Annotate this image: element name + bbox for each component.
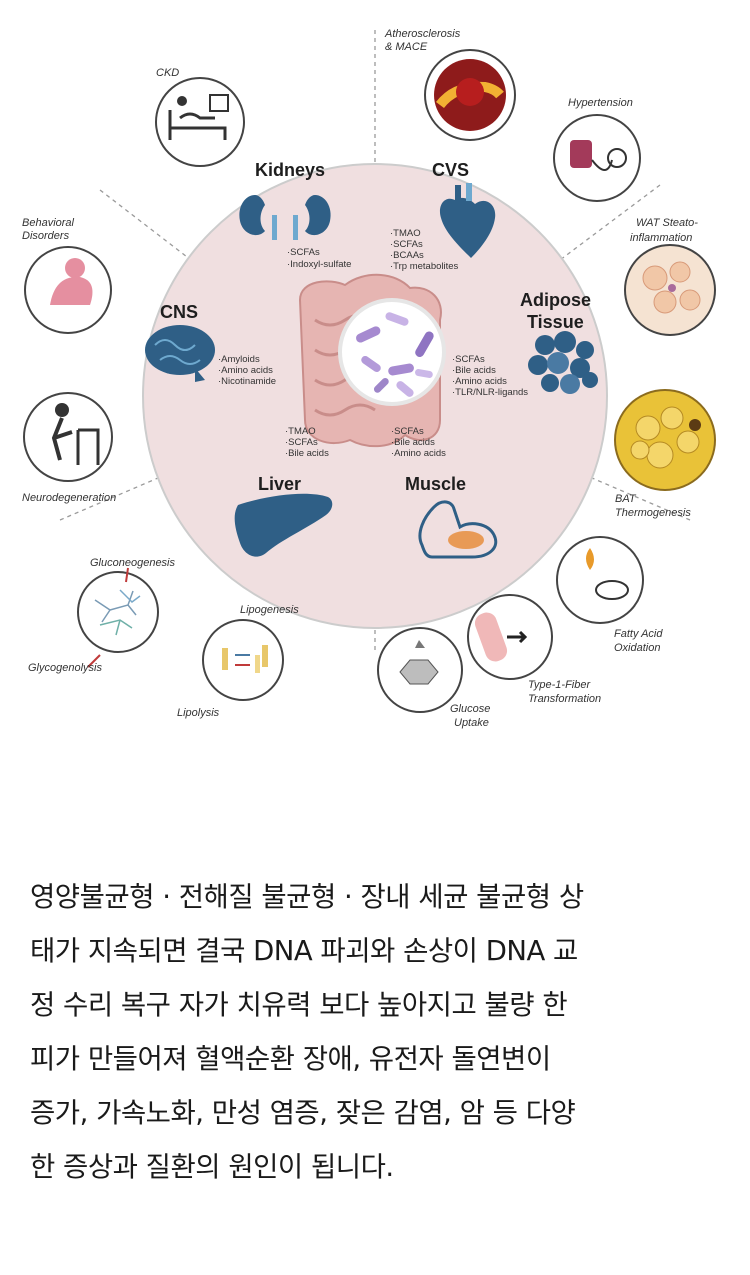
bacteria-magnifier — [338, 298, 446, 406]
muscle-title: Muscle — [405, 474, 466, 494]
liver-item: ·TMAO — [285, 426, 316, 437]
paragraph-line: 증가, 가속노화, 만성 염증, 잦은 감염, 암 등 다양 — [30, 1097, 576, 1129]
adipose-title-line1: Adipose — [520, 290, 591, 310]
paragraph-line: 한 증상과 질환의 원인이 됩니다. — [30, 1151, 394, 1183]
label-neurodegeneration: Neurodegeneration — [22, 492, 116, 504]
wat-inflammation-icon — [624, 244, 716, 336]
liver-icon — [234, 493, 333, 557]
adipose-title-line2: Tissue — [527, 312, 584, 332]
cvs-title: CVS — [432, 160, 469, 180]
kidneys-title: Kidneys — [255, 160, 325, 180]
adipose-item: ·SCFAs — [452, 354, 485, 365]
liver-item: ·SCFAs — [285, 437, 318, 448]
label-lipolysis: Lipolysis — [177, 707, 220, 719]
kidneys-metabolite-list: ·SCFAs ·Indoxyl-sulfate — [287, 247, 351, 270]
label-glycogenolysis: Glycogenolysis — [28, 662, 102, 674]
label-ckd: CKD — [156, 67, 179, 79]
muscle-item: ·Bile acids — [391, 437, 435, 448]
label-hypertension: Hypertension — [568, 97, 633, 109]
kidneys-item: ·SCFAs — [287, 247, 320, 258]
label-bat-line1: BAT — [615, 493, 637, 505]
label-behavioral-line1: Behavioral — [22, 217, 75, 229]
cns-item: ·Amyloids — [218, 354, 260, 365]
cns-metabolite-list: ·Amyloids ·Amino acids ·Nicotinamide — [218, 354, 276, 387]
label-fatty-acid-line2: Oxidation — [614, 642, 660, 654]
label-wat-line2: inflammation — [630, 232, 692, 244]
behavioral-disorder-icon — [24, 246, 112, 334]
lipogenesis-lipolysis-icon — [202, 619, 284, 701]
cns-title: CNS — [160, 302, 198, 322]
fatty-acid-oxidation-icon — [556, 536, 644, 624]
label-lipogenesis: Lipogenesis — [240, 604, 299, 616]
adipose-item: ·TLR/NLR-ligands — [452, 387, 528, 398]
type1-fiber-icon — [467, 594, 553, 680]
muscle-item: ·Amino acids — [391, 448, 446, 459]
bat-thermogenesis-icon — [614, 389, 716, 491]
cvs-item: ·SCFAs — [390, 239, 423, 250]
cvs-item: ·Trp metabolites — [390, 261, 459, 272]
label-glucose-line1: Glucose — [450, 703, 490, 715]
label-atherosclerosis-line1: Atherosclerosis — [384, 28, 461, 40]
neurodegeneration-walker-icon — [23, 392, 113, 482]
label-type1-line1: Type-1-Fiber — [528, 679, 591, 691]
label-bat-line2: Thermogenesis — [615, 507, 691, 519]
paragraph-line: 정 수리 복구 자가 치유력 보다 높아지고 불량 한 — [30, 989, 568, 1021]
liver-item: ·Bile acids — [285, 448, 329, 459]
label-gluconeogenesis: Gluconeogenesis — [90, 557, 176, 569]
muscle-arm-icon — [418, 500, 498, 559]
adipose-cells-icon — [528, 331, 598, 394]
cvs-item: ·TMAO — [390, 228, 421, 239]
label-fatty-acid-line1: Fatty Acid — [614, 628, 663, 640]
brain-icon — [145, 325, 215, 382]
cvs-metabolite-list: ·TMAO ·SCFAs ·BCAAs ·Trp metabolites — [390, 228, 459, 272]
liver-title: Liver — [258, 474, 301, 494]
cns-item: ·Amino acids — [218, 365, 273, 376]
glucose-molecule-icon — [377, 627, 463, 713]
paragraph-line: 영양불균형 · 전해질 불균형 · 장내 세균 불균형 상 — [30, 881, 584, 913]
gluconeogenesis-arrow-icon — [125, 567, 129, 583]
kidneys-icon — [239, 195, 331, 240]
paragraph-line: 태가 지속되면 결국 DNA 파괴와 손상이 DNA 교 — [30, 935, 578, 967]
body-paragraph: 영양불균형 · 전해질 불균형 · 장내 세균 불균형 상 태가 지속되면 결국… — [30, 870, 730, 1194]
adipose-item: ·Amino acids — [452, 376, 507, 387]
label-glucose-line2: Uptake — [454, 717, 489, 729]
heart-icon — [439, 183, 496, 258]
muscle-item: ·SCFAs — [391, 426, 424, 437]
gut-organ-axis-diagram: Kidneys CVS CNS Adipose Tissue Liver Mus… — [22, 28, 716, 729]
adipose-metabolite-list: ·SCFAs ·Bile acids ·Amino acids ·TLR/NLR… — [452, 354, 528, 398]
ckd-hospital-bed-icon — [155, 77, 245, 167]
label-atherosclerosis-line2: & MACE — [385, 41, 428, 53]
label-behavioral-line2: Disorders — [22, 230, 70, 242]
cvs-item: ·BCAAs — [390, 250, 424, 261]
kidneys-item: ·Indoxyl-sulfate — [287, 259, 351, 270]
glycogenolysis-arrow-icon — [87, 654, 101, 668]
artery-plaque-icon — [424, 49, 516, 141]
label-wat-line1: WAT Steato- — [636, 217, 698, 229]
adipose-item: ·Bile acids — [452, 365, 496, 376]
blood-pressure-icon — [553, 114, 641, 202]
label-type1-line2: Transformation — [528, 693, 601, 705]
paragraph-line: 피가 만들어져 혈액순환 장애, 유전자 돌연변이 — [30, 1043, 551, 1075]
liver-metabolite-list: ·TMAO ·SCFAs ·Bile acids — [285, 426, 329, 459]
gluconeogenesis-glycogen-icon — [77, 571, 159, 653]
cns-item: ·Nicotinamide — [218, 376, 276, 387]
muscle-metabolite-list: ·SCFAs ·Bile acids ·Amino acids — [391, 426, 446, 459]
